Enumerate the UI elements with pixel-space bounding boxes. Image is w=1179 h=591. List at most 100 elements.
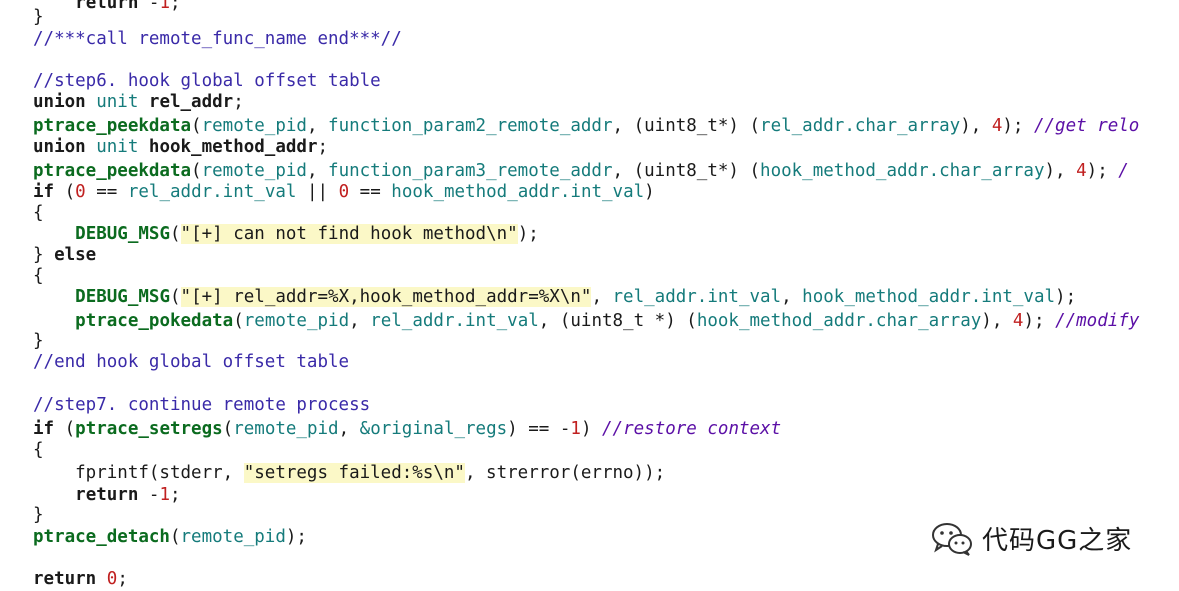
- text-token: );: [1002, 116, 1034, 136]
- identifier-token: hook_method_addr.char_array: [760, 161, 1045, 181]
- text-token: ==: [85, 182, 128, 202]
- number-token: 1: [159, 485, 170, 505]
- function-token: DEBUG_MSG: [75, 287, 170, 307]
- identifier-token: remote_pid: [233, 419, 339, 439]
- comment-token: //restore context: [602, 419, 782, 439]
- text-token: (: [54, 182, 76, 202]
- code-line: DEBUG_MSG("[+] can not find hook method\…: [33, 223, 539, 245]
- code-line: }: [33, 330, 44, 352]
- code-line: if (0 == rel_addr.int_val || 0 == hook_m…: [33, 181, 655, 203]
- function-token: ptrace_pokedata: [75, 311, 234, 331]
- keyword-token: return: [75, 485, 139, 505]
- text-token: ||: [296, 182, 339, 202]
- identifier-token: remote_pid: [180, 527, 286, 547]
- code-line: DEBUG_MSG("[+] rel_addr=%X,hook_method_a…: [33, 286, 1076, 308]
- code-line: union unit rel_addr;: [33, 91, 244, 113]
- comment-token: //end hook global offset table: [33, 352, 350, 372]
- text-token: }: [33, 245, 55, 265]
- text-token: ==: [349, 182, 392, 202]
- comment-token: //get relo: [1033, 116, 1140, 136]
- text-token: ): [644, 182, 655, 202]
- identifier-token: remote_pid: [201, 116, 307, 136]
- text-token: , (uint8_t*) (: [612, 161, 761, 181]
- text-token: ): [580, 419, 603, 439]
- keyword-token: return: [75, 0, 139, 13]
- number-token: 0: [106, 569, 118, 589]
- identifier-token: function_param3_remote_addr: [328, 161, 613, 181]
- function-token: ptrace_peekdata: [33, 116, 192, 136]
- text-token: ),: [981, 311, 1013, 331]
- text-token: ),: [1044, 161, 1077, 181]
- text-token: ;: [117, 569, 128, 589]
- text-token: ;: [170, 0, 181, 13]
- code-line: //end hook global offset table: [33, 351, 349, 373]
- number-token: 0: [338, 182, 350, 202]
- identifier-token: rel_addr.char_array: [760, 116, 961, 136]
- text-token: ),: [960, 116, 992, 136]
- code-line: return -1;: [33, 0, 181, 14]
- code-line: {: [33, 265, 44, 287]
- text-token: ,: [338, 419, 360, 439]
- text-token: ,: [306, 116, 329, 136]
- identifier-token: hook_method_addr.char_array: [696, 311, 982, 331]
- text-token: }: [33, 505, 44, 525]
- text-token: );: [1086, 161, 1119, 181]
- text-token: [33, 311, 75, 331]
- text-token: fprintf(stderr,: [33, 463, 244, 483]
- keyword-token: rel_addr: [148, 92, 234, 112]
- text-token: , (uint8_t *) (: [538, 311, 697, 331]
- number-token: 4: [1076, 161, 1087, 181]
- text-token: (: [54, 419, 76, 439]
- keyword-token: union: [33, 92, 86, 112]
- keyword-token: return: [33, 569, 97, 589]
- comment-token: //***call remote_func_name end***//: [33, 29, 402, 49]
- identifier-token: rel_addr.int_val: [127, 182, 297, 202]
- identifier-token: &original_regs: [359, 419, 508, 439]
- text-token: [96, 569, 107, 589]
- keyword-token: else: [54, 245, 97, 265]
- text-token: );: [1023, 311, 1056, 331]
- text-token: {: [33, 266, 44, 286]
- function-token: ptrace_setregs: [75, 419, 223, 439]
- code-line: fprintf(stderr, "setregs failed:%s\n", s…: [33, 462, 665, 484]
- identifier-token: rel_addr.int_val: [612, 287, 782, 307]
- function-token: DEBUG_MSG: [75, 224, 170, 244]
- identifier-token: remote_pid: [201, 161, 307, 181]
- text-token: (: [191, 116, 202, 136]
- comment-token: //step6. hook global offset table: [33, 71, 381, 91]
- comment-token: //modify: [1055, 311, 1140, 331]
- code-line: //step7. continue remote process: [33, 394, 370, 416]
- watermark: 代码GG之家: [930, 520, 1132, 557]
- text-token: -: [138, 0, 160, 13]
- string-token: "setregs failed:%s\n": [243, 463, 465, 483]
- code-line: ptrace_peekdata(remote_pid, function_par…: [33, 115, 1139, 137]
- code-line: return 0;: [33, 568, 128, 590]
- text-token: , (uint8_t*) (: [612, 116, 761, 136]
- text-token: );: [285, 527, 307, 547]
- string-token: "[+] can not find hook method\n": [180, 224, 518, 244]
- function-token: ptrace_peekdata: [33, 161, 192, 181]
- text-token: (: [169, 527, 181, 547]
- wechat-icon: [932, 522, 972, 556]
- keyword-token: if: [33, 419, 55, 439]
- code-line: }: [33, 6, 44, 28]
- identifier-token: rel_addr.int_val: [370, 311, 539, 331]
- text-token: ,: [306, 161, 329, 181]
- comment-token: //step7. continue remote process: [33, 395, 371, 415]
- identifier-token: remote_pid: [243, 311, 350, 331]
- number-token: 4: [1012, 311, 1024, 331]
- code-line: if (ptrace_setregs(remote_pid, &original…: [33, 418, 781, 440]
- code-line: {: [33, 202, 44, 224]
- text-token: ;: [317, 137, 329, 157]
- code-line: }: [33, 504, 44, 526]
- code-line: ptrace_peekdata(remote_pid, function_par…: [33, 160, 1129, 182]
- text-token: }: [33, 331, 44, 351]
- text-token: , strerror(errno));: [464, 463, 666, 483]
- code-line: {: [33, 439, 44, 461]
- code-line: } else: [33, 244, 96, 266]
- keyword-token: if: [33, 182, 55, 202]
- text-token: (: [222, 419, 234, 439]
- text-token: ,: [349, 311, 371, 331]
- string-token: "[+] rel_addr=%X,hook_method_addr=%X\n": [180, 287, 592, 307]
